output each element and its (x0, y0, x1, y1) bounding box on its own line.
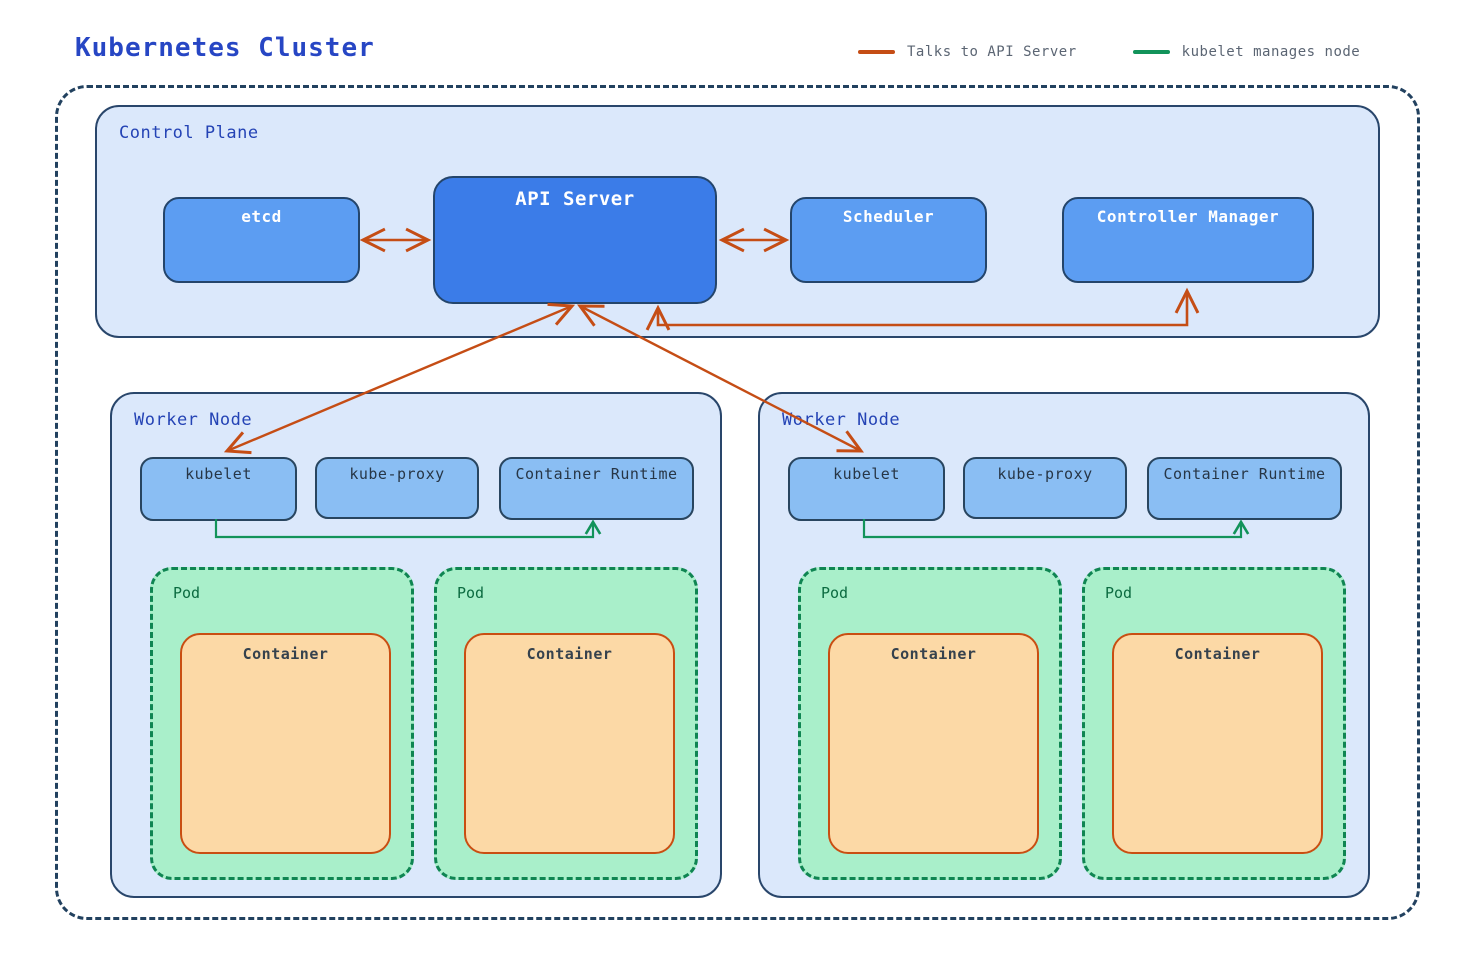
kube-proxy-node: kube-proxy (963, 457, 1127, 519)
container-node: Container (828, 633, 1039, 854)
kubelet-node: kubelet (788, 457, 945, 521)
control-plane-label: Control Plane (119, 123, 259, 143)
kube-proxy-node: kube-proxy (315, 457, 479, 519)
page-title: Kubernetes Cluster (75, 33, 375, 63)
container-runtime-node: Container Runtime (499, 457, 694, 520)
legend-item-kubelet-manages-node: kubelet manages node (1132, 44, 1361, 60)
pod-node: Pod Container (798, 567, 1062, 880)
kubelet-node: kubelet (140, 457, 297, 521)
pod-label: Pod (1105, 584, 1133, 602)
legend-label: Talks to API Server (907, 44, 1077, 60)
pod-node: Pod Container (150, 567, 414, 880)
legend: Talks to API Server kubelet manages node (858, 44, 1360, 60)
pod-node: Pod Container (1082, 567, 1346, 880)
worker-node-group: Worker Node kubelet kube-proxy Container… (758, 392, 1370, 898)
pod-label: Pod (173, 584, 201, 602)
pod-node: Pod Container (434, 567, 698, 880)
container-node: Container (1112, 633, 1323, 854)
cluster-boundary (55, 85, 1420, 920)
etcd-node: etcd (163, 197, 360, 283)
container-node: Container (464, 633, 675, 854)
scheduler-node: Scheduler (790, 197, 987, 283)
api-server-node: API Server (433, 176, 717, 304)
worker-node-label: Worker Node (782, 410, 901, 430)
pod-label: Pod (821, 584, 849, 602)
container-node: Container (180, 633, 391, 854)
pod-label: Pod (457, 584, 485, 602)
controller-manager-node: Controller Manager (1062, 197, 1314, 283)
kubelet-manages-node-line-swatch (1132, 50, 1170, 54)
container-runtime-node: Container Runtime (1147, 457, 1342, 520)
worker-node-label: Worker Node (134, 410, 253, 430)
talks-to-api-server-line-swatch (858, 50, 895, 54)
legend-item-talks-to-api-server: Talks to API Server (858, 44, 1077, 60)
worker-node-group: Worker Node kubelet kube-proxy Container… (110, 392, 722, 898)
legend-label: kubelet manages node (1181, 44, 1361, 60)
